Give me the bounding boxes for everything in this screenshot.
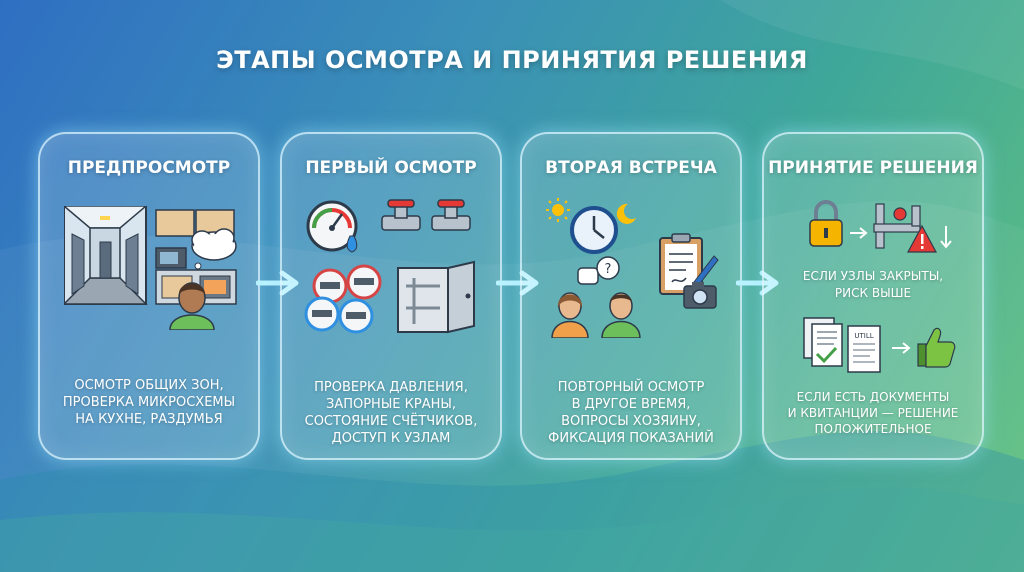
stage-title: ПРЕДПРОСМОТР [67, 158, 231, 178]
speech-bubble-icon: ? [577, 256, 620, 285]
documents-illustration: UTILL [803, 317, 956, 373]
svg-text:?: ? [605, 262, 612, 277]
stage-description: ПОВТОРНЫЙ ОСМОТР В ДРУГОЕ ВРЕМЯ, ВОПРОСЫ… [548, 380, 714, 446]
kitchen-icon [155, 209, 237, 305]
pressure-gauge-icon [306, 200, 358, 253]
second-meeting-illustration: ? [546, 198, 719, 338]
moon-icon [616, 203, 636, 224]
preview-illustration [64, 206, 237, 330]
clock-icon [570, 206, 618, 254]
documents-icon: UTILL [803, 317, 881, 373]
arrow-right-icon [256, 270, 299, 296]
arrow-right-icon [496, 270, 539, 296]
person-icon [551, 292, 641, 338]
outcome-description-risk: ЕСЛИ УЗЛЫ ЗАКРЫТЫ, РИСК ВЫШЕ [802, 269, 944, 300]
arrow-right-icon [850, 227, 868, 239]
first-inspection-illustration [304, 199, 475, 334]
clipboard-icon [659, 233, 719, 295]
stage-description: ПРОВЕРКА ДАВЛЕНИЯ, ЗАПОРНЫЕ КРАНЫ, СОСТО… [304, 380, 478, 446]
stage-card-first-inspection: ПЕРВЫЙ ОСМОТР [280, 132, 502, 460]
person-icon [169, 282, 215, 330]
sun-icon [546, 198, 570, 222]
page-title: ЭТАПЫ ОСМОТРА И ПРИНЯТИЯ РЕШЕНИЯ [216, 46, 808, 74]
stage-title: ВТОРАЯ ВСТРЕЧА [545, 158, 717, 178]
cabinet-icon [397, 260, 475, 334]
valve-icon [381, 199, 471, 231]
meter-icon [304, 264, 382, 334]
risk-illustration [809, 200, 952, 253]
thought-cloud-icon [191, 228, 237, 270]
stage-card-second-meeting: ВТОРАЯ ВСТРЕЧА [520, 132, 742, 460]
stage-card-decision: ПРИНЯТИЕ РЕШЕНИЯ ЕСЛИ УЗЛЫ ЗАКРЫТЫ, РИСК… [762, 132, 984, 460]
stage-description: ОСМОТР ОБЩИХ ЗОН, ПРОВЕРКА МИКРОСХЕМЫ НА… [62, 378, 236, 427]
stage-title: ПРИНЯТИЕ РЕШЕНИЯ [768, 158, 978, 178]
hallway-icon [64, 206, 148, 305]
stage-card-preview: ПРЕДПРОСМОТР [38, 132, 260, 460]
outcome-description-positive: ЕСЛИ ЕСТЬ ДОКУМЕНТЫ И КВИТАНЦИИ — РЕШЕНИ… [787, 390, 959, 436]
arrow-right-icon [736, 270, 779, 296]
arrow-down-icon [940, 226, 952, 249]
warning-icon [906, 224, 938, 253]
pipes-icon [873, 203, 921, 249]
receipt-label: UTILL [854, 332, 873, 340]
lock-icon [809, 200, 843, 247]
arrow-right-icon [892, 342, 911, 354]
camera-icon [683, 282, 717, 309]
thumbs-up-icon [917, 327, 956, 368]
stage-title: ПЕРВЫЙ ОСМОТР [305, 158, 477, 178]
